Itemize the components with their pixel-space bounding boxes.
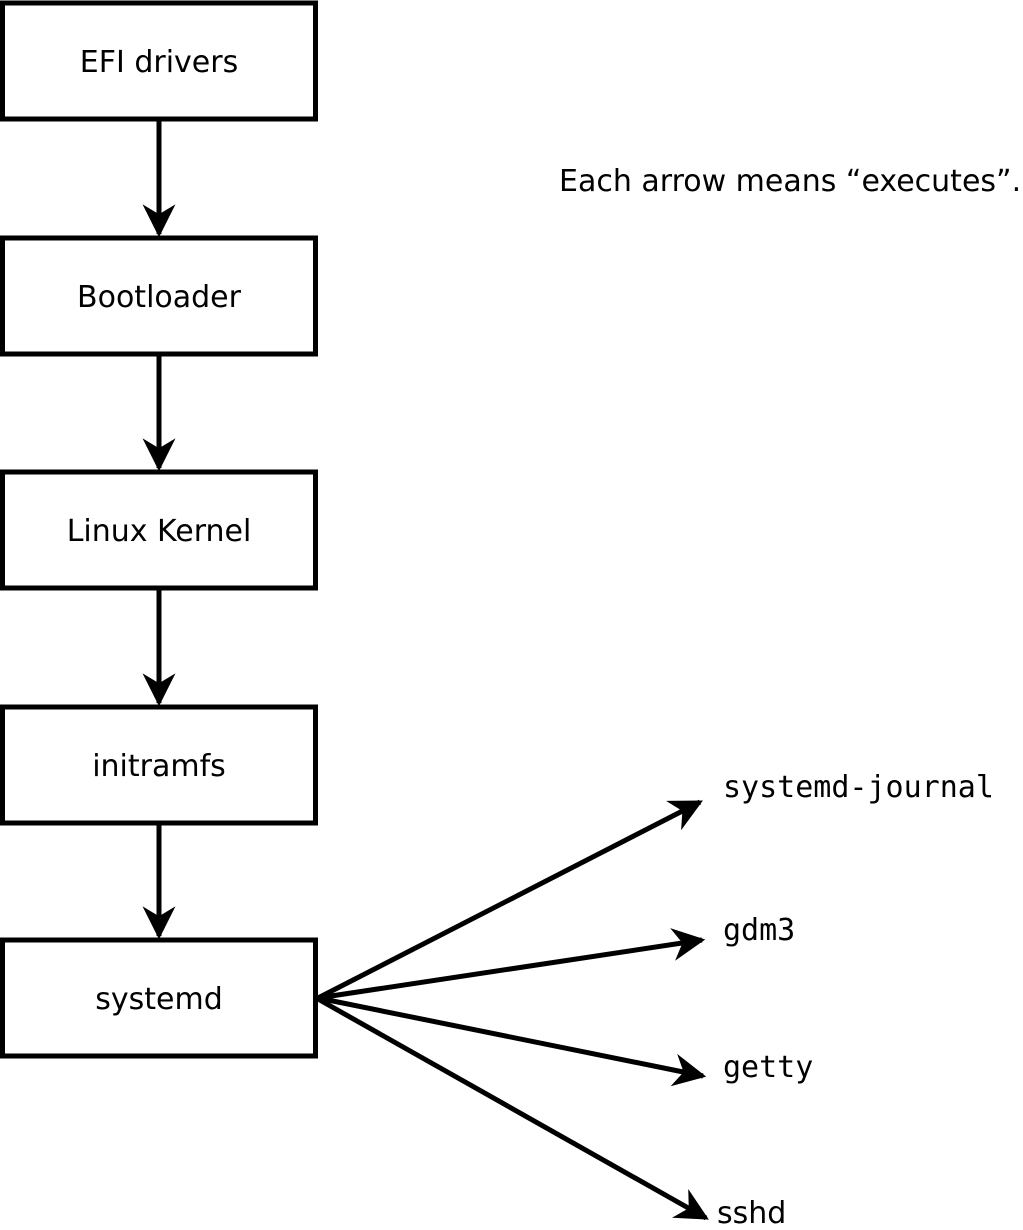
box-label-linux-kernel: Linux Kernel	[67, 514, 252, 549]
arrow-systemd-to-journal	[316, 799, 703, 1001]
service-label-sshd: sshd	[717, 1196, 786, 1230]
arrow-systemd-to-sshd	[316, 996, 709, 1221]
arrow-systemd-to-gdm3	[317, 928, 706, 1001]
service-label-systemd-journal: systemd-journal	[723, 770, 994, 805]
box-linux-kernel	[0, 469, 318, 591]
box-label-efi-drivers: EFI drivers	[80, 45, 238, 80]
box-efi-drivers	[0, 0, 318, 122]
box-systemd	[0, 937, 318, 1059]
box-label-systemd: systemd	[95, 982, 223, 1017]
box-label-bootloader: Bootloader	[77, 280, 242, 315]
arrow-meaning-note: Each arrow means “executes”.	[559, 164, 1021, 199]
service-label-getty: getty	[723, 1050, 813, 1085]
box-initramfs	[0, 704, 318, 826]
arrow-systemd-to-getty	[317, 995, 707, 1087]
box-label-initramfs: initramfs	[92, 749, 226, 784]
box-bootloader	[0, 235, 318, 357]
service-label-gdm3: gdm3	[723, 913, 795, 948]
